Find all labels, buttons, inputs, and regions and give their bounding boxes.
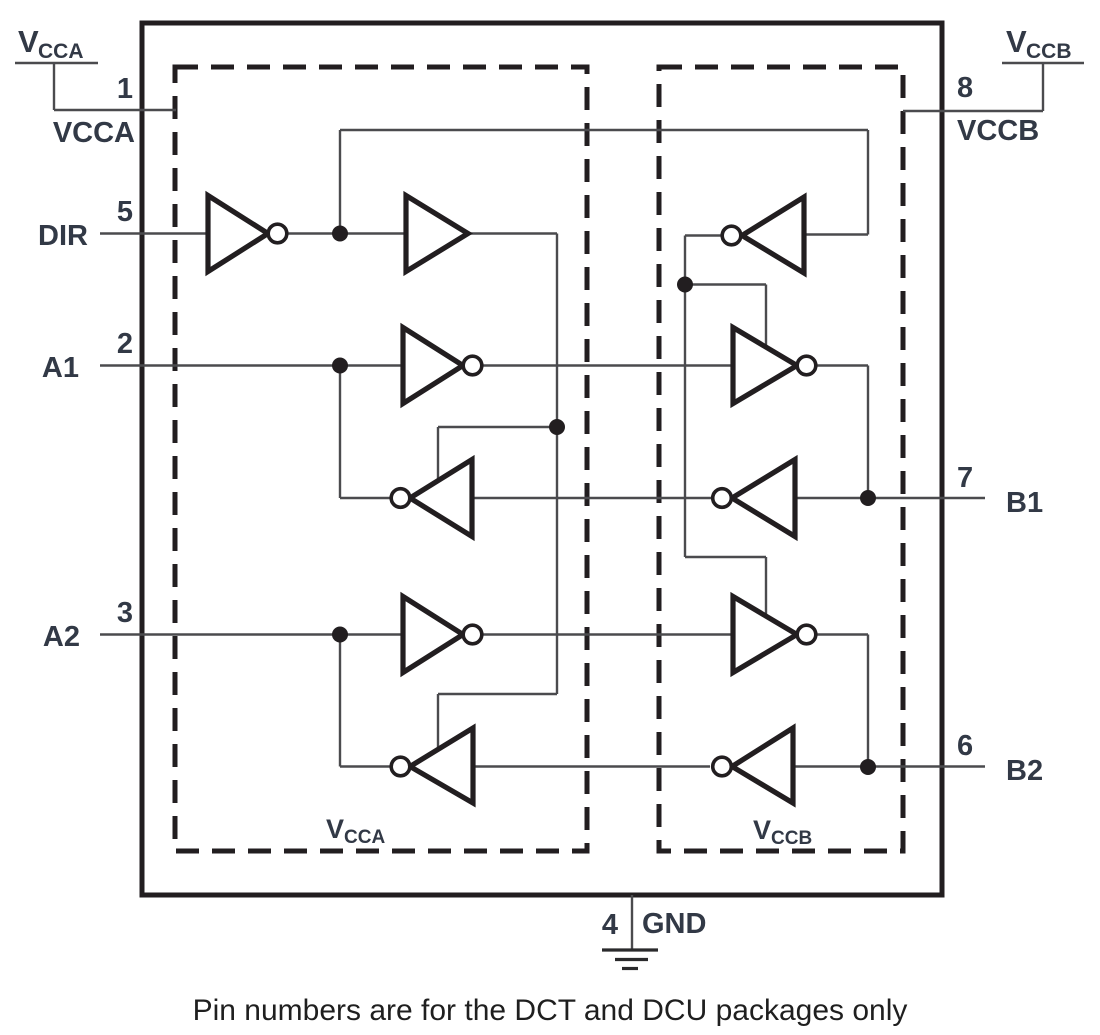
vccb-supply-net (903, 61, 1084, 113)
driver-bubble (795, 623, 818, 646)
driver-bubble (461, 354, 484, 377)
driver-bubble (795, 354, 818, 377)
pin-label-b1: B1 (1006, 487, 1043, 519)
a1-b1-net (100, 364, 985, 500)
vcca-domain-label: V CCA (326, 814, 385, 848)
vcca-domain-sub: CCA (344, 827, 385, 848)
pin-label-vccb: VCCB (957, 115, 1039, 147)
pin-number-b2: 6 (957, 730, 973, 762)
receiver-bubble (389, 486, 412, 510)
pin-label-gnd: GND (642, 908, 706, 940)
b2-driver (730, 591, 818, 678)
b1-driver (730, 322, 818, 409)
vccb-domain-sub: CCB (771, 828, 812, 849)
dir-inverter-a (205, 190, 289, 277)
receiver-bubble (389, 755, 412, 778)
vccb-domain-main: V (753, 815, 771, 845)
pin-vcca: 1 VCCA (53, 73, 135, 149)
pin-number-dir: 5 (117, 196, 133, 228)
pin-number-b1: 7 (957, 462, 973, 494)
vcca-supply-main: V (18, 24, 39, 59)
b2-receiver-b (710, 723, 796, 808)
pin-dir: 5 DIR (38, 196, 133, 252)
vcca-domain-box (172, 64, 590, 854)
b2-receiver-a (389, 723, 476, 808)
b1-receiver-b (710, 454, 798, 542)
pin-vccb: 8 VCCB (957, 72, 1039, 147)
junction-dots (332, 225, 876, 775)
vccb-supply-label: V CCB (1006, 24, 1072, 63)
chip-outline (139, 20, 945, 898)
vccb-domain-box (656, 64, 906, 854)
pin-number-a1: 2 (117, 328, 133, 360)
diagram-caption: Pin numbers are for the DCT and DCU pack… (193, 994, 908, 1027)
a2-driver (400, 591, 484, 678)
receiver-bubble (710, 486, 734, 510)
pin-a2: 3 A2 (43, 597, 133, 653)
pin-number-vcca: 1 (117, 73, 133, 105)
vcca-supply-net (15, 61, 176, 112)
b1-receiver-a (389, 454, 475, 542)
pin-label-a2: A2 (43, 621, 80, 653)
pin-label-b2: B2 (1006, 755, 1043, 787)
pin-number-gnd: 4 (602, 909, 618, 941)
pin-label-dir: DIR (38, 220, 88, 252)
pin-b1: 7 B1 (957, 462, 1043, 519)
pin-a1: 2 A1 (42, 328, 133, 384)
vcca-domain-main: V (326, 814, 344, 844)
pin-gnd: 4 GND (602, 908, 707, 941)
vccb-domain-label: V CCB (753, 815, 812, 849)
vccb-supply-sub: CCB (1026, 40, 1072, 63)
a2-b2-net (100, 633, 985, 768)
inverter-bubble (266, 222, 289, 245)
driver-bubble (461, 623, 484, 646)
inverter-bubble (720, 224, 743, 247)
pin-label-vcca: VCCA (53, 117, 135, 149)
vcca-supply-sub: CCA (38, 40, 84, 63)
dir-buffer-a (403, 190, 473, 277)
pin-number-a2: 3 (117, 597, 133, 629)
a1-driver (400, 322, 484, 409)
vcca-supply-label: V CCA (18, 24, 84, 63)
vccb-supply-main: V (1006, 24, 1027, 59)
pin-label-a1: A1 (42, 352, 79, 384)
receiver-bubble (710, 755, 734, 778)
pin-number-vccb: 8 (957, 72, 973, 104)
gnd-net (602, 895, 658, 971)
pin-b2: 6 B2 (957, 730, 1043, 787)
dir-inverter-b (720, 192, 807, 278)
